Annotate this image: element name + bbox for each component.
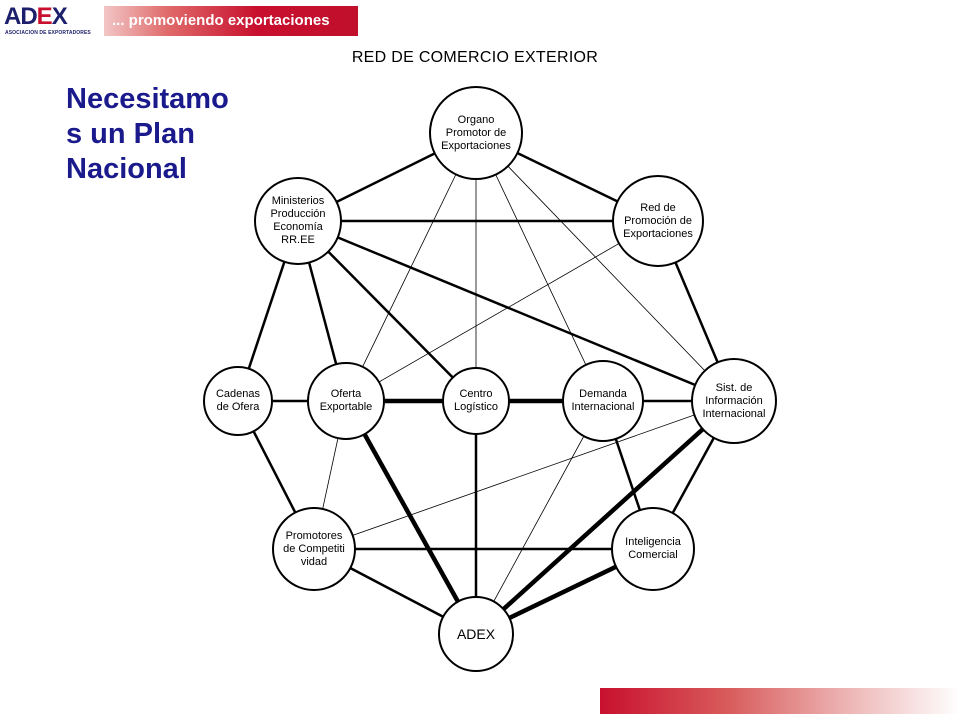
node-label-line: Economía [273, 221, 323, 233]
slide-title-line-3: Nacional [66, 153, 187, 185]
link-demanda-adex [475, 400, 604, 635]
node-label-line: Promotor de [445, 126, 507, 139]
link-organo-demanda [475, 132, 604, 402]
node-label-line: Promoción de [624, 214, 692, 227]
link-oferta-adex [344, 399, 478, 636]
node-label-line: Exportable [319, 401, 373, 413]
node-label-line: Internacional [702, 407, 766, 420]
node-label-line: de Ofera [216, 401, 260, 413]
node-label-line: Red de [640, 201, 676, 214]
node-label-line: ADEX [456, 625, 496, 642]
logo-wordmark: ADEX [4, 3, 68, 30]
node-label: ADEX [456, 625, 496, 642]
node-label-line: vidad [300, 555, 328, 568]
node-label-line: Internacional [571, 401, 635, 413]
node-label-line: Información [705, 394, 763, 407]
link-sist_info-promotores [313, 400, 735, 550]
node-label-line: Promotores [285, 529, 343, 542]
node-label-line: Demanda [579, 388, 627, 400]
link-red_promocion-oferta [345, 220, 659, 402]
node-label-line: Logístico [453, 401, 499, 413]
node-label-line: Ministerios [271, 195, 325, 207]
logo-subtitle: ASOCIACION DE EXPORTADORES [5, 30, 91, 36]
link-sist_info-adex [474, 399, 736, 636]
node-label-line: Inteligencia [625, 536, 681, 548]
link-organo-sist_info [475, 132, 735, 402]
node-label-line: de Competiti [283, 542, 345, 555]
node-label-line: Exportaciones [441, 139, 511, 152]
node-label-line: RR.EE [281, 234, 315, 246]
slide-title: Necesitamo s un Plan Nacional [66, 82, 266, 187]
adex-logo: ADEX ASOCIACION DE EXPORTADORES [4, 4, 96, 38]
link-ministerios-sist_info [297, 219, 735, 403]
tagline-banner: ... promoviendo exportaciones [104, 6, 358, 36]
node-label-line: Exportaciones [623, 227, 693, 240]
footer-gradient-bar [600, 688, 960, 714]
slide-title-line-2: s un Plan [66, 118, 195, 150]
node-label-line: Comercial [628, 549, 678, 561]
slide-title-line-1: Necesitamo [66, 83, 229, 115]
node-label-line: Producción [270, 208, 326, 220]
node-adex: ADEX [438, 596, 514, 672]
node-label-line: Oferta [330, 388, 362, 400]
diagram-title: RED DE COMERCIO EXTERIOR [351, 49, 599, 66]
node-label-line: Organo [457, 113, 495, 126]
node-label-line: Sist. de [715, 381, 753, 394]
node-label-line: Cadenas [215, 388, 261, 400]
node-label-line: Centro [459, 388, 493, 400]
